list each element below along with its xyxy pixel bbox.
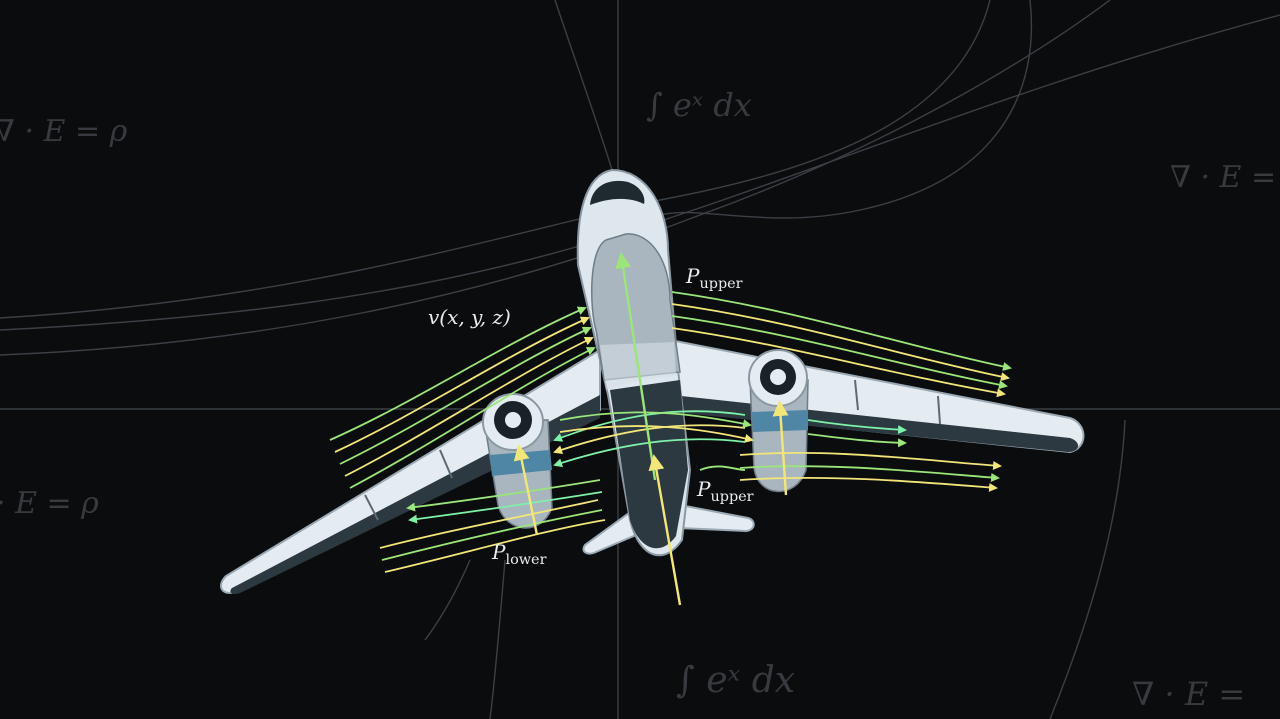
- streamline: [349, 347, 596, 489]
- streamline: [334, 316, 590, 453]
- curve-3: [0, 0, 991, 319]
- equation-divergence-right: ∇ · E =: [1170, 160, 1277, 195]
- streamline: [739, 451, 1002, 470]
- pressure-upper-label-bottom: Pupper: [697, 477, 754, 505]
- streamline: [807, 419, 907, 435]
- lower-left-streamlines: [379, 479, 606, 573]
- right-engine: [748, 349, 809, 493]
- streamline: [406, 479, 601, 512]
- streamline: [379, 499, 599, 549]
- curve-5: [659, 0, 1033, 219]
- upper-subscript: upper: [699, 276, 743, 293]
- lower-subscript: lower: [505, 552, 547, 569]
- streamline: [329, 306, 587, 441]
- streamline: [553, 410, 746, 442]
- streamline: [344, 336, 594, 477]
- streamline: [671, 303, 1010, 382]
- streamline: [408, 491, 603, 524]
- streamline: [559, 425, 754, 443]
- pressure-upper-label-top: Pupper: [686, 264, 743, 292]
- pressure-symbol: P: [697, 477, 711, 501]
- equation-divergence-left-bottom: · E = ρ: [0, 486, 99, 521]
- equation-divergence-bottom-right: ∇ · E =: [1132, 675, 1246, 713]
- streamline: [671, 291, 1012, 371]
- streamline: [671, 327, 1006, 398]
- streamline: [553, 424, 746, 455]
- streamline: [559, 411, 752, 429]
- left-engine: [482, 393, 553, 529]
- equation-divergence-left: ∇ · E = ρ: [0, 114, 128, 149]
- curve-6: [1049, 419, 1126, 719]
- streamline: [739, 465, 1000, 482]
- pressure-symbol: P: [492, 540, 506, 564]
- equation-integral-bottom: ∫ eˣ dx: [676, 660, 796, 701]
- curve-7: [489, 559, 506, 719]
- fuselage-axis-arrow: [615, 252, 657, 481]
- streamline: [339, 326, 592, 465]
- thrust-arrows: [513, 252, 789, 606]
- cockpit-window: [590, 180, 645, 205]
- pressure-symbol: P: [686, 264, 700, 288]
- equation-integral-top: ∫ eˣ dx: [646, 86, 752, 124]
- right-engine-arrow: [772, 400, 789, 496]
- velocity-field-label: v(x, y, z): [428, 305, 511, 329]
- curve-4: [554, 0, 613, 171]
- streamline: [807, 433, 907, 448]
- lower-right-streamlines: [699, 451, 1002, 492]
- pressure-lower-label: Plower: [492, 540, 546, 568]
- upper-right-streamlines: [671, 291, 1012, 398]
- curve-8: [424, 559, 471, 641]
- streamline: [671, 315, 1008, 390]
- left-incoming-streamlines: [329, 306, 596, 489]
- streamline: [381, 509, 603, 561]
- streamline: [739, 476, 998, 492]
- left-engine-arrow: [513, 444, 539, 536]
- streamline: [699, 465, 746, 471]
- streamline: [384, 519, 606, 573]
- upper-subscript: upper: [710, 489, 754, 506]
- lower-fuselage-arrow: [648, 454, 682, 606]
